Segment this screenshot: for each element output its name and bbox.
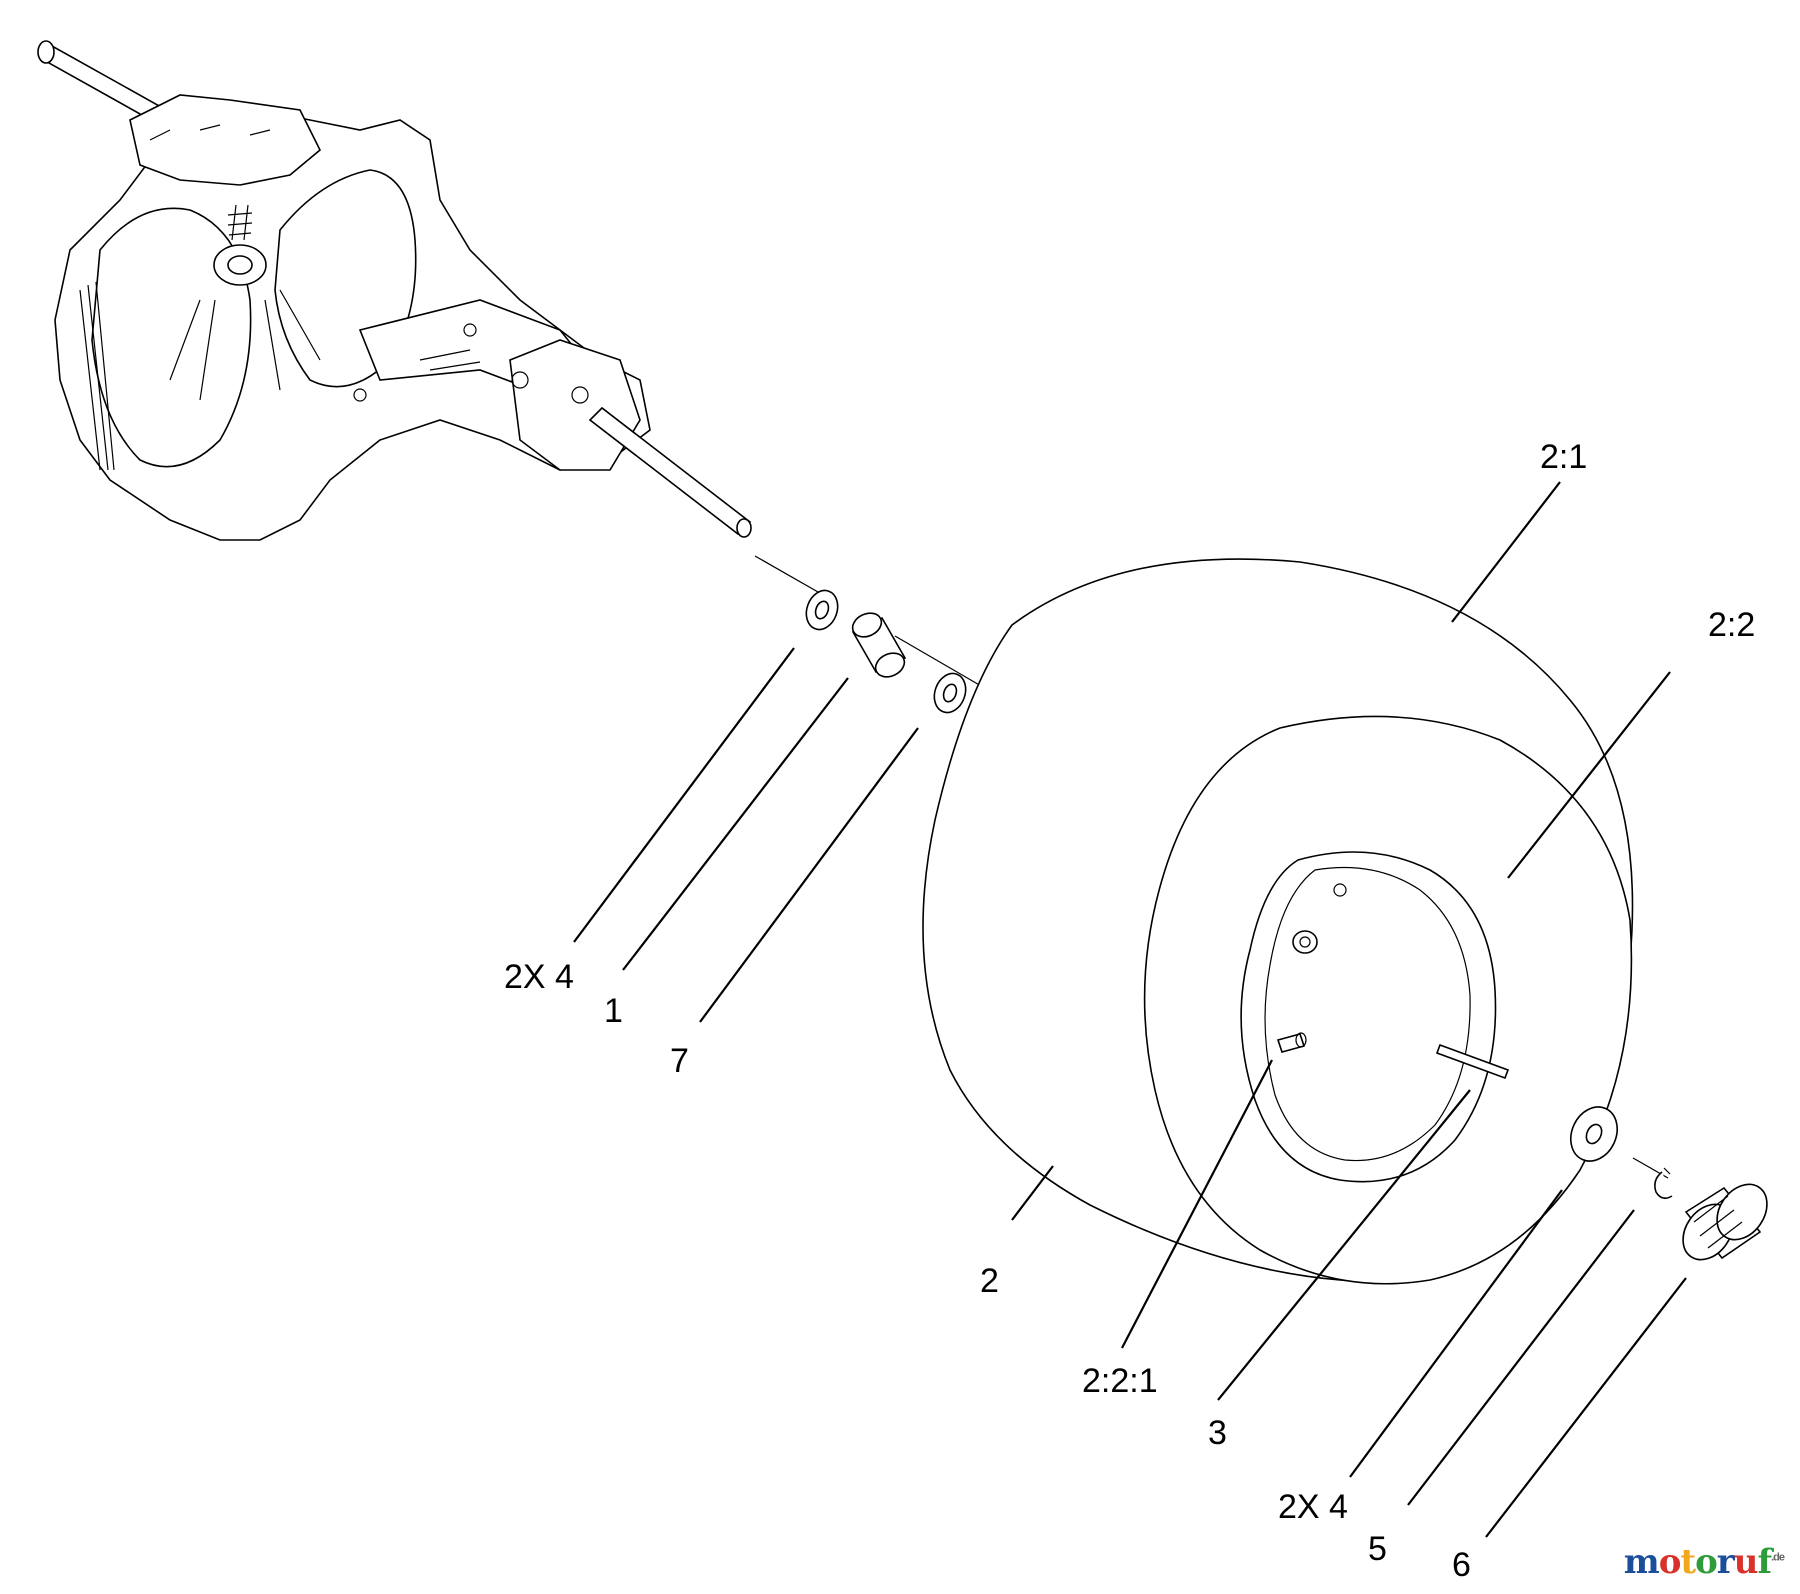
callout-7: 7 [670, 1042, 689, 1080]
leader-lines [573, 481, 1687, 1538]
watermark-letter: o [1695, 1542, 1718, 1582]
washer-part-4-left [805, 589, 839, 631]
watermark-letter: r [1716, 1542, 1735, 1582]
watermark-letter: m [1623, 1542, 1660, 1582]
callout-5: 5 [1368, 1530, 1387, 1568]
washer-part-7 [933, 672, 967, 714]
retaining-ring-part-5 [1654, 1167, 1673, 1200]
watermark-suffix: .de [1771, 1551, 1785, 1564]
watermark-letter: o [1658, 1542, 1682, 1582]
callout-2-2-1: 2:2:1 [1082, 1362, 1158, 1400]
watermark-letter: u [1733, 1542, 1759, 1582]
callout-2-1: 2:1 [1540, 438, 1588, 476]
watermark-letter: t [1680, 1542, 1696, 1582]
explosion-axis-line [754, 555, 989, 691]
callout-3: 3 [1208, 1414, 1227, 1452]
spacer-part-1 [851, 612, 907, 678]
washer-part-4-right [1570, 1106, 1618, 1162]
motoruf-watermark-logo: motoruf.de [1623, 1542, 1785, 1582]
callout-2x4-right: 2X 4 [1278, 1488, 1348, 1526]
transaxle-assembly [37, 40, 752, 541]
watermark-text: motoruf [1623, 1542, 1772, 1582]
hub-cap-part-6 [1682, 1183, 1768, 1261]
callout-2x4-left: 2X 4 [504, 958, 574, 996]
callout-1: 1 [604, 992, 623, 1030]
wheel-assembly [922, 558, 1634, 1285]
watermark-letter: f [1757, 1542, 1772, 1582]
callout-6: 6 [1452, 1546, 1471, 1584]
callout-2: 2 [980, 1262, 999, 1300]
callout-2-2: 2:2 [1708, 606, 1756, 644]
